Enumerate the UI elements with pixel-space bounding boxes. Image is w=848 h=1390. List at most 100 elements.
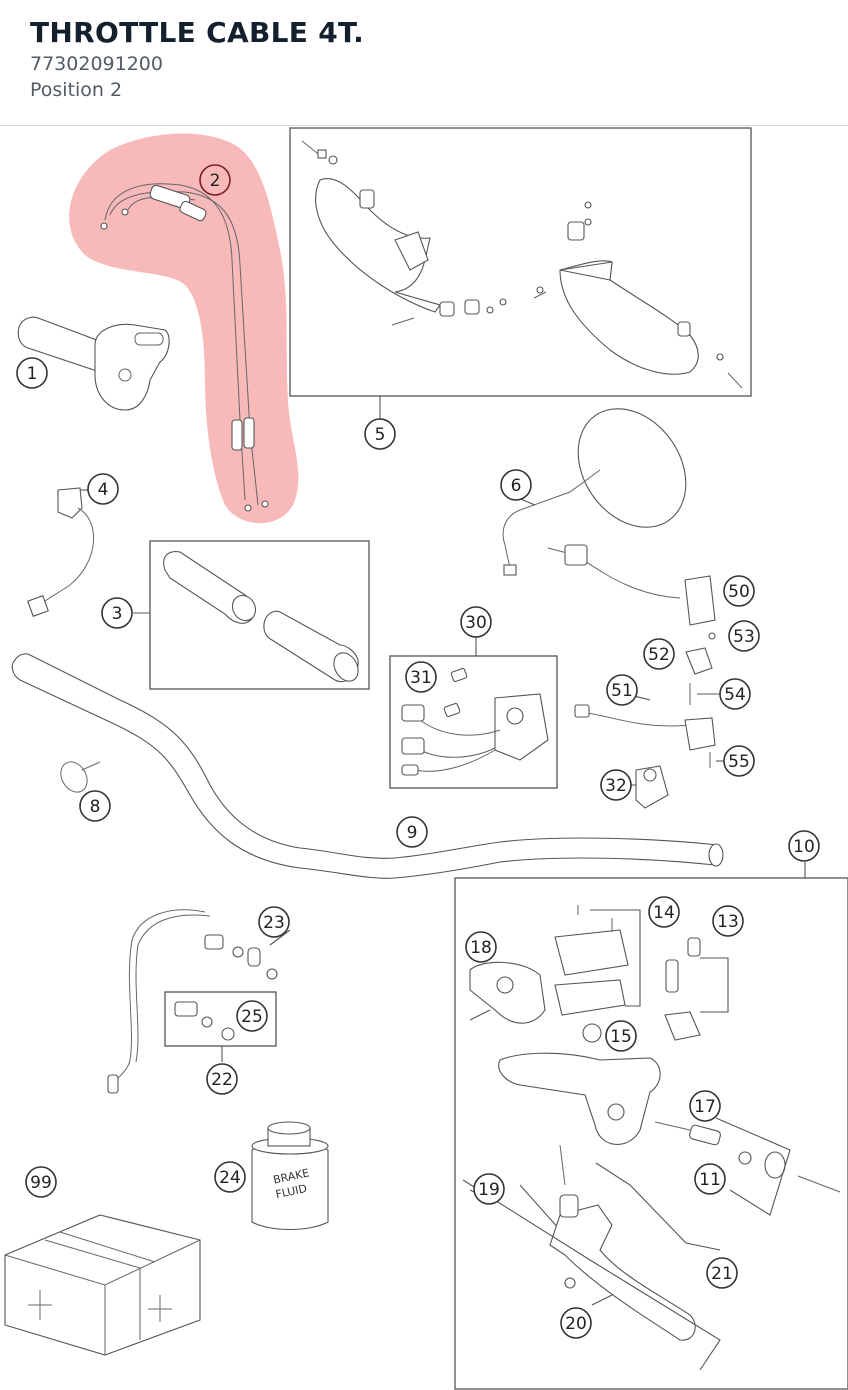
lever-part-20[interactable] [519, 1144, 696, 1341]
hand-guards-part-5[interactable] [301, 140, 743, 389]
mirror-part-6[interactable] [502, 388, 708, 576]
callout-circle [706, 1257, 738, 1289]
callout-circle [648, 896, 680, 928]
callout-number: 18 [470, 938, 492, 958]
callout-3[interactable]: 3 [101, 597, 133, 629]
callout-number: 9 [407, 823, 418, 843]
callout-number: 2 [210, 171, 221, 191]
callout-layer: 1234568910111314151718192021222324253031… [16, 164, 820, 1339]
callout-number: 5 [375, 425, 386, 445]
position-label: Position 2 [30, 79, 123, 101]
brake-fluid-bottle-part-24[interactable]: BRAKE FLUID [251, 1121, 329, 1231]
callout-23[interactable]: 23 [258, 906, 290, 938]
callout-circle [87, 473, 119, 505]
switch-part-30[interactable] [401, 667, 549, 776]
callout-18[interactable]: 18 [465, 931, 497, 963]
callout-53[interactable]: 53 [728, 620, 760, 652]
callout-20[interactable]: 20 [560, 1307, 592, 1339]
cable-tie-part-8[interactable] [56, 757, 101, 797]
callout-10[interactable]: 10 [788, 830, 820, 862]
callout-number: 14 [653, 903, 675, 923]
callout-circle [25, 1166, 57, 1198]
switch-part-32[interactable] [635, 765, 669, 809]
callout-circle [788, 830, 820, 862]
callout-circle [723, 745, 755, 777]
callout-6[interactable]: 6 [500, 469, 532, 501]
callout-32[interactable]: 32 [600, 769, 632, 801]
callout-55[interactable]: 55 [723, 745, 755, 777]
callout-52[interactable]: 52 [643, 638, 675, 670]
callout-number: 23 [263, 913, 285, 933]
cover-part-52[interactable] [685, 647, 713, 675]
callout-25[interactable]: 25 [236, 1000, 268, 1032]
part-number: 77302091200 [30, 53, 163, 75]
callout-number: 3 [112, 604, 123, 624]
callout-9[interactable]: 9 [396, 816, 428, 848]
switch-part-4[interactable] [27, 487, 95, 617]
switch-part-51[interactable] [574, 704, 716, 751]
screw-part-53[interactable] [708, 632, 716, 640]
callout-22[interactable]: 22 [206, 1063, 238, 1095]
callout-number: 55 [728, 752, 750, 772]
callout-circle [500, 469, 532, 501]
exploded-parts-diagram: BRAKE FLUID [4, 127, 848, 1390]
callout-19[interactable]: 19 [473, 1173, 505, 1205]
callout-50[interactable]: 50 [723, 575, 755, 607]
callout-number: 13 [717, 912, 739, 932]
header: THROTTLE CABLE 4T. 77302091200 Position … [0, 0, 848, 126]
callout-number: 25 [241, 1007, 263, 1027]
callout-circle [364, 418, 396, 450]
callout-number: 99 [30, 1173, 52, 1193]
callout-circle [723, 575, 755, 607]
callout-11[interactable]: 11 [694, 1163, 726, 1195]
callout-30[interactable]: 30 [460, 606, 492, 638]
callout-21[interactable]: 21 [706, 1257, 738, 1289]
callout-circle [214, 1161, 246, 1193]
callout-circle [473, 1173, 505, 1205]
page-title: THROTTLE CABLE 4T. [30, 16, 365, 49]
callout-circle [605, 1020, 637, 1052]
callout-8[interactable]: 8 [79, 790, 111, 822]
callout-17[interactable]: 17 [689, 1090, 721, 1122]
master-cylinder-part-10[interactable] [469, 905, 701, 1145]
banjo-bolt-part-25[interactable] [174, 1001, 235, 1041]
callout-number: 6 [511, 476, 522, 496]
callout-31[interactable]: 31 [405, 661, 437, 693]
callout-number: 21 [711, 1264, 733, 1284]
callout-number: 11 [699, 1170, 721, 1190]
callout-4[interactable]: 4 [87, 473, 119, 505]
piston-part-17[interactable] [654, 1121, 841, 1193]
callout-circle [643, 638, 675, 670]
callout-99[interactable]: 99 [25, 1166, 57, 1198]
callout-circle [606, 674, 638, 706]
switch-part-50[interactable] [547, 544, 716, 626]
callout-14[interactable]: 14 [648, 896, 680, 928]
callout-circle [719, 678, 751, 710]
callout-number: 52 [648, 645, 670, 665]
callout-2[interactable]: 2 [199, 164, 231, 196]
handlebar-grips-part-3[interactable] [163, 551, 363, 686]
throttle-grip[interactable] [17, 316, 170, 411]
callout-number: 24 [219, 1168, 241, 1188]
callout-circle [600, 769, 632, 801]
callout-51[interactable]: 51 [606, 674, 638, 706]
callout-circle [560, 1307, 592, 1339]
callout-circle [460, 606, 492, 638]
callout-24[interactable]: 24 [214, 1161, 246, 1193]
callout-15[interactable]: 15 [605, 1020, 637, 1052]
callout-circle [79, 790, 111, 822]
callout-13[interactable]: 13 [712, 905, 744, 937]
callout-1[interactable]: 1 [16, 357, 48, 389]
handlebar-part-9[interactable] [11, 653, 724, 879]
first-aid-box-part-99[interactable] [4, 1214, 201, 1356]
throttle-cable-highlight[interactable] [69, 133, 299, 524]
callout-number: 8 [90, 797, 101, 817]
callout-circle [258, 906, 290, 938]
callout-5[interactable]: 5 [364, 418, 396, 450]
callout-circle [405, 661, 437, 693]
callout-circle [199, 164, 231, 196]
brake-line-part-23[interactable] [107, 909, 278, 1094]
callout-54[interactable]: 54 [719, 678, 751, 710]
callout-circle [689, 1090, 721, 1122]
callout-circle [16, 357, 48, 389]
